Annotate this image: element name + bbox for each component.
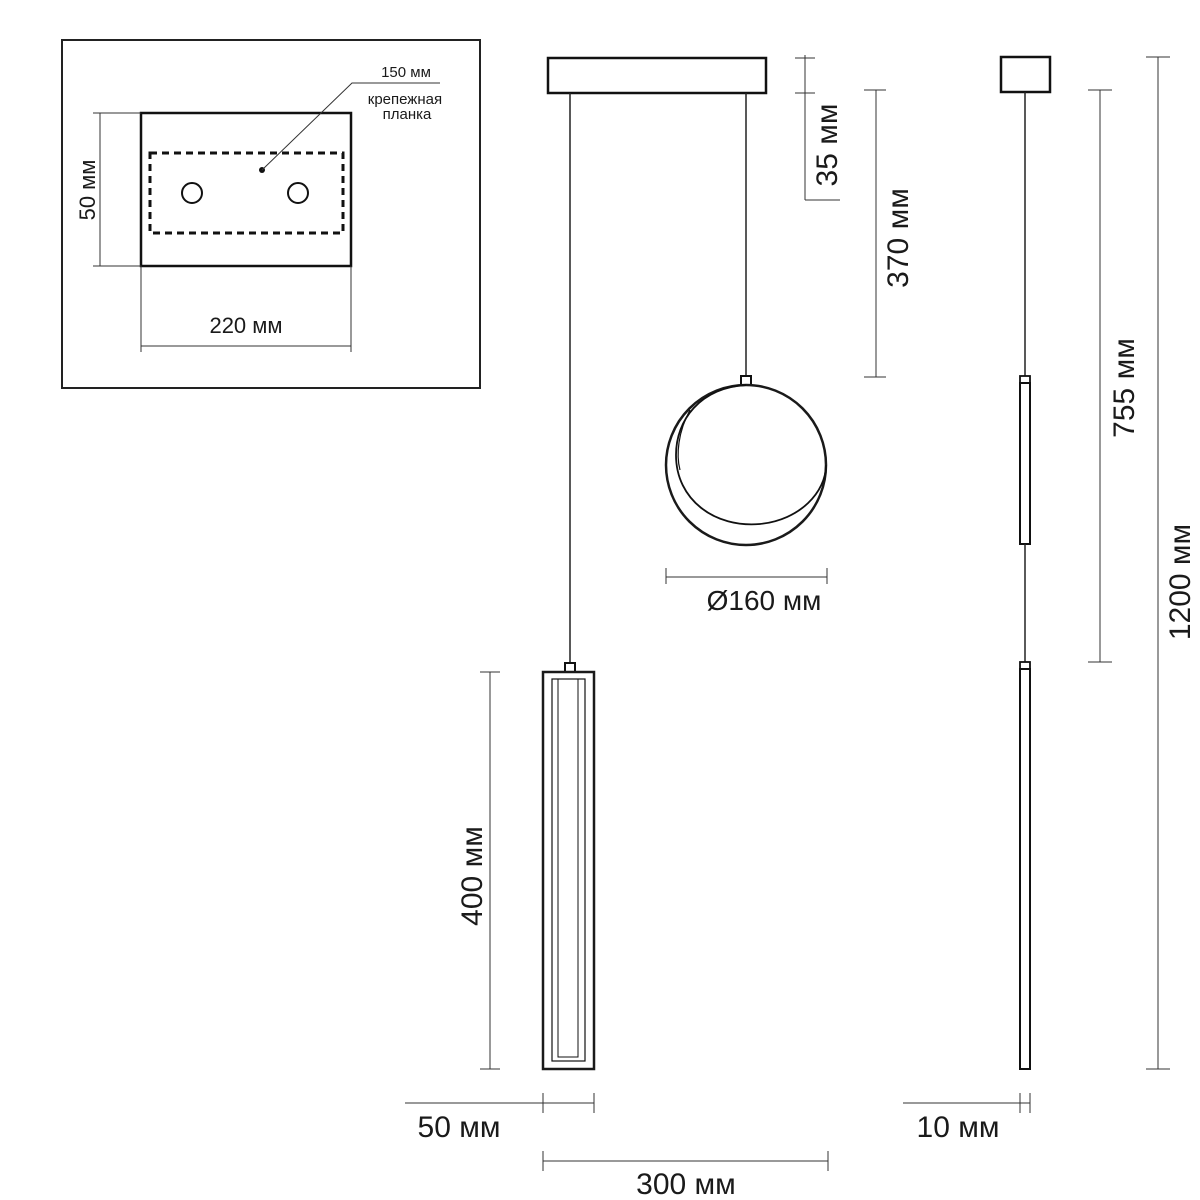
bracket-name-label: крепежная планка <box>368 91 447 123</box>
front-view: Ø160 мм 35 мм 370 мм 400 мм 50 мм 300 мм <box>405 55 915 1200</box>
screw-hole-left <box>181 182 203 204</box>
tube-body <box>541 670 596 1071</box>
plate-height-label: 50 мм <box>75 160 100 221</box>
overall-height-label: 1200 мм <box>1164 524 1197 640</box>
sphere-connector <box>740 375 752 386</box>
side-tube-profile <box>1019 668 1031 1070</box>
sphere-inner-highlight <box>677 409 691 471</box>
mount-detail: 150 мм крепежная планка 50 мм 220 мм <box>61 39 481 389</box>
sphere-drop-label: 370 мм <box>882 188 915 288</box>
tube-height-label: 400 мм <box>456 826 489 926</box>
overall-width-label: 300 мм <box>636 1168 736 1200</box>
leader-line <box>261 82 440 171</box>
tube-width-label: 50 мм <box>418 1111 501 1144</box>
canopy-height-label: 35 мм <box>811 104 844 187</box>
tube-connector <box>564 662 576 673</box>
screw-hole-right <box>287 182 309 204</box>
bracket-name-line2: планка <box>383 106 432 123</box>
sphere-shade <box>664 383 828 547</box>
side-sphere-profile <box>1019 382 1031 545</box>
side-sphere-connector <box>1019 375 1031 384</box>
tube-depth-label: 10 мм <box>917 1111 1000 1144</box>
tube-drop-label: 755 мм <box>1108 338 1141 438</box>
mounting-bracket <box>148 151 345 235</box>
detail-frame <box>61 39 481 389</box>
mounting-plate <box>139 111 353 268</box>
bracket-name-line1: крепежная <box>368 91 442 108</box>
plate-width-label: 220 мм <box>209 313 282 338</box>
side-tube-connector <box>1019 661 1031 670</box>
ceiling-canopy <box>546 56 768 95</box>
side-view: 755 мм 1200 мм 10 мм <box>903 55 1197 1144</box>
sphere-inner-arc <box>675 384 827 526</box>
tube-diffuser <box>557 678 579 1058</box>
tube-inner-outline <box>551 678 586 1062</box>
sphere-diameter-label: Ø160 мм <box>707 585 822 616</box>
bracket-length-label: 150 мм <box>381 64 431 81</box>
side-canopy <box>999 55 1052 94</box>
